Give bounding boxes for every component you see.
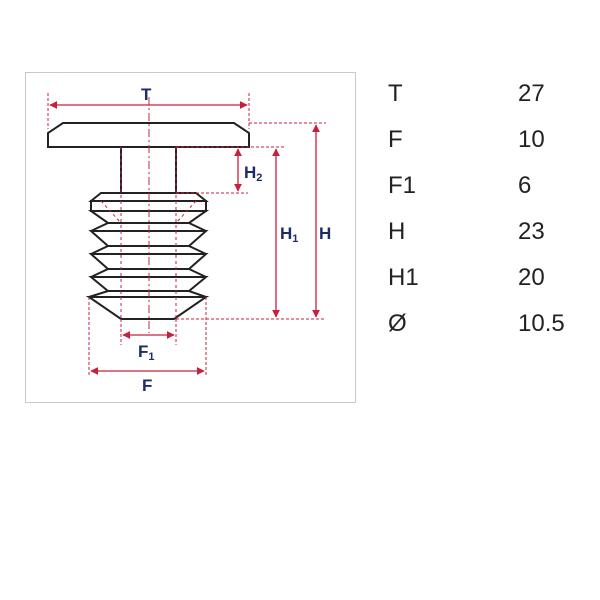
spec-row-h: H 23 (388, 218, 588, 248)
clip-fins (85, 192, 210, 320)
spec-row-f: F 10 (388, 126, 588, 156)
dimension-f (88, 297, 207, 377)
dimension-label-f1: F1 (138, 342, 155, 363)
clip-shank (120, 146, 177, 194)
dimension-label-h2: H2 (244, 163, 262, 184)
dimension-h (249, 122, 326, 318)
spec-value: 27 (518, 80, 545, 107)
dimension-h2 (176, 146, 286, 194)
dimension-label-f: F (142, 376, 152, 395)
hidden-bore-lines (100, 147, 197, 319)
spec-value: 6 (518, 172, 532, 199)
spec-label: Ø (388, 310, 407, 337)
spec-label: F (388, 126, 403, 153)
spec-value: 10 (518, 126, 545, 153)
dimension-label-t: T (141, 85, 152, 104)
spec-row-h1: H1 20 (388, 264, 588, 294)
spec-value: 23 (518, 218, 545, 245)
spec-label: T (388, 80, 403, 107)
spec-value: 10.5 (518, 310, 565, 337)
dimension-label-h: H (319, 224, 331, 243)
spec-row-t: T 27 (388, 80, 588, 110)
dimension-h1 (176, 148, 326, 320)
spec-row-diameter: Ø 10.5 (388, 310, 588, 340)
spec-label: H1 (388, 264, 419, 291)
dimension-f1 (120, 319, 177, 345)
fastener-diagram: T H2 H1 H F1 (47, 85, 331, 395)
dimension-label-h1: H1 (280, 224, 298, 245)
spec-label: H (388, 218, 406, 245)
spec-label: F1 (388, 172, 417, 199)
diagram-frame: T H2 H1 H F1 (25, 72, 356, 403)
spec-value: 20 (518, 264, 545, 291)
spec-row-f1: F1 6 (388, 172, 588, 202)
